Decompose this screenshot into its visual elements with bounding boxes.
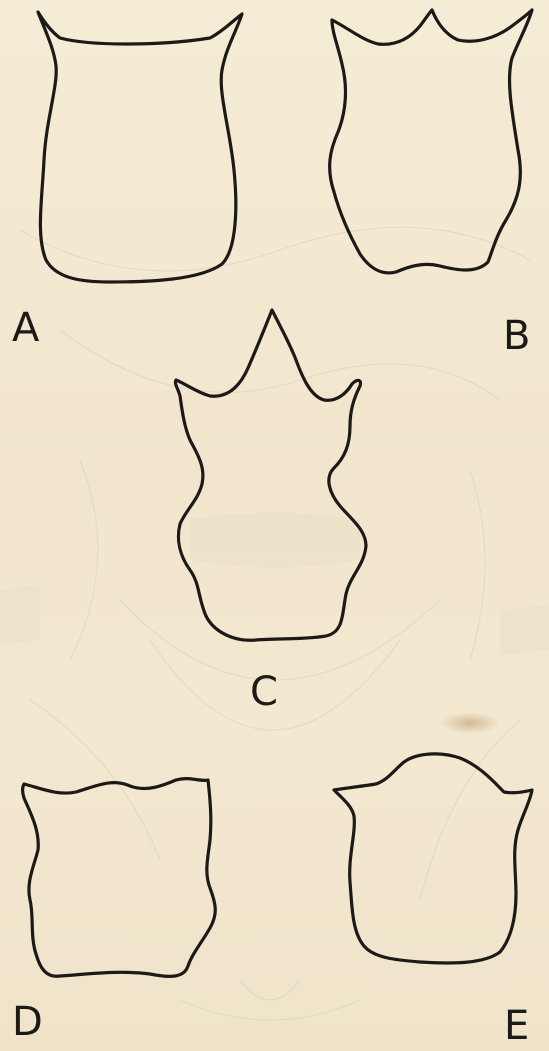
bleed-through-sketches [0, 227, 549, 1020]
figure-label-a: A [12, 308, 39, 348]
figure-label-e: E [504, 1006, 529, 1046]
figure-e-outline [334, 754, 532, 963]
figure-label-c: C [250, 672, 278, 712]
figure-d-outline [23, 779, 216, 977]
figure-b-outline [330, 10, 532, 273]
figure-c-outline [175, 310, 366, 640]
figure-label-b: B [503, 316, 530, 356]
figure-label-d: D [12, 1002, 43, 1042]
figure-a-outline [38, 12, 242, 282]
paper-stain [440, 712, 500, 734]
